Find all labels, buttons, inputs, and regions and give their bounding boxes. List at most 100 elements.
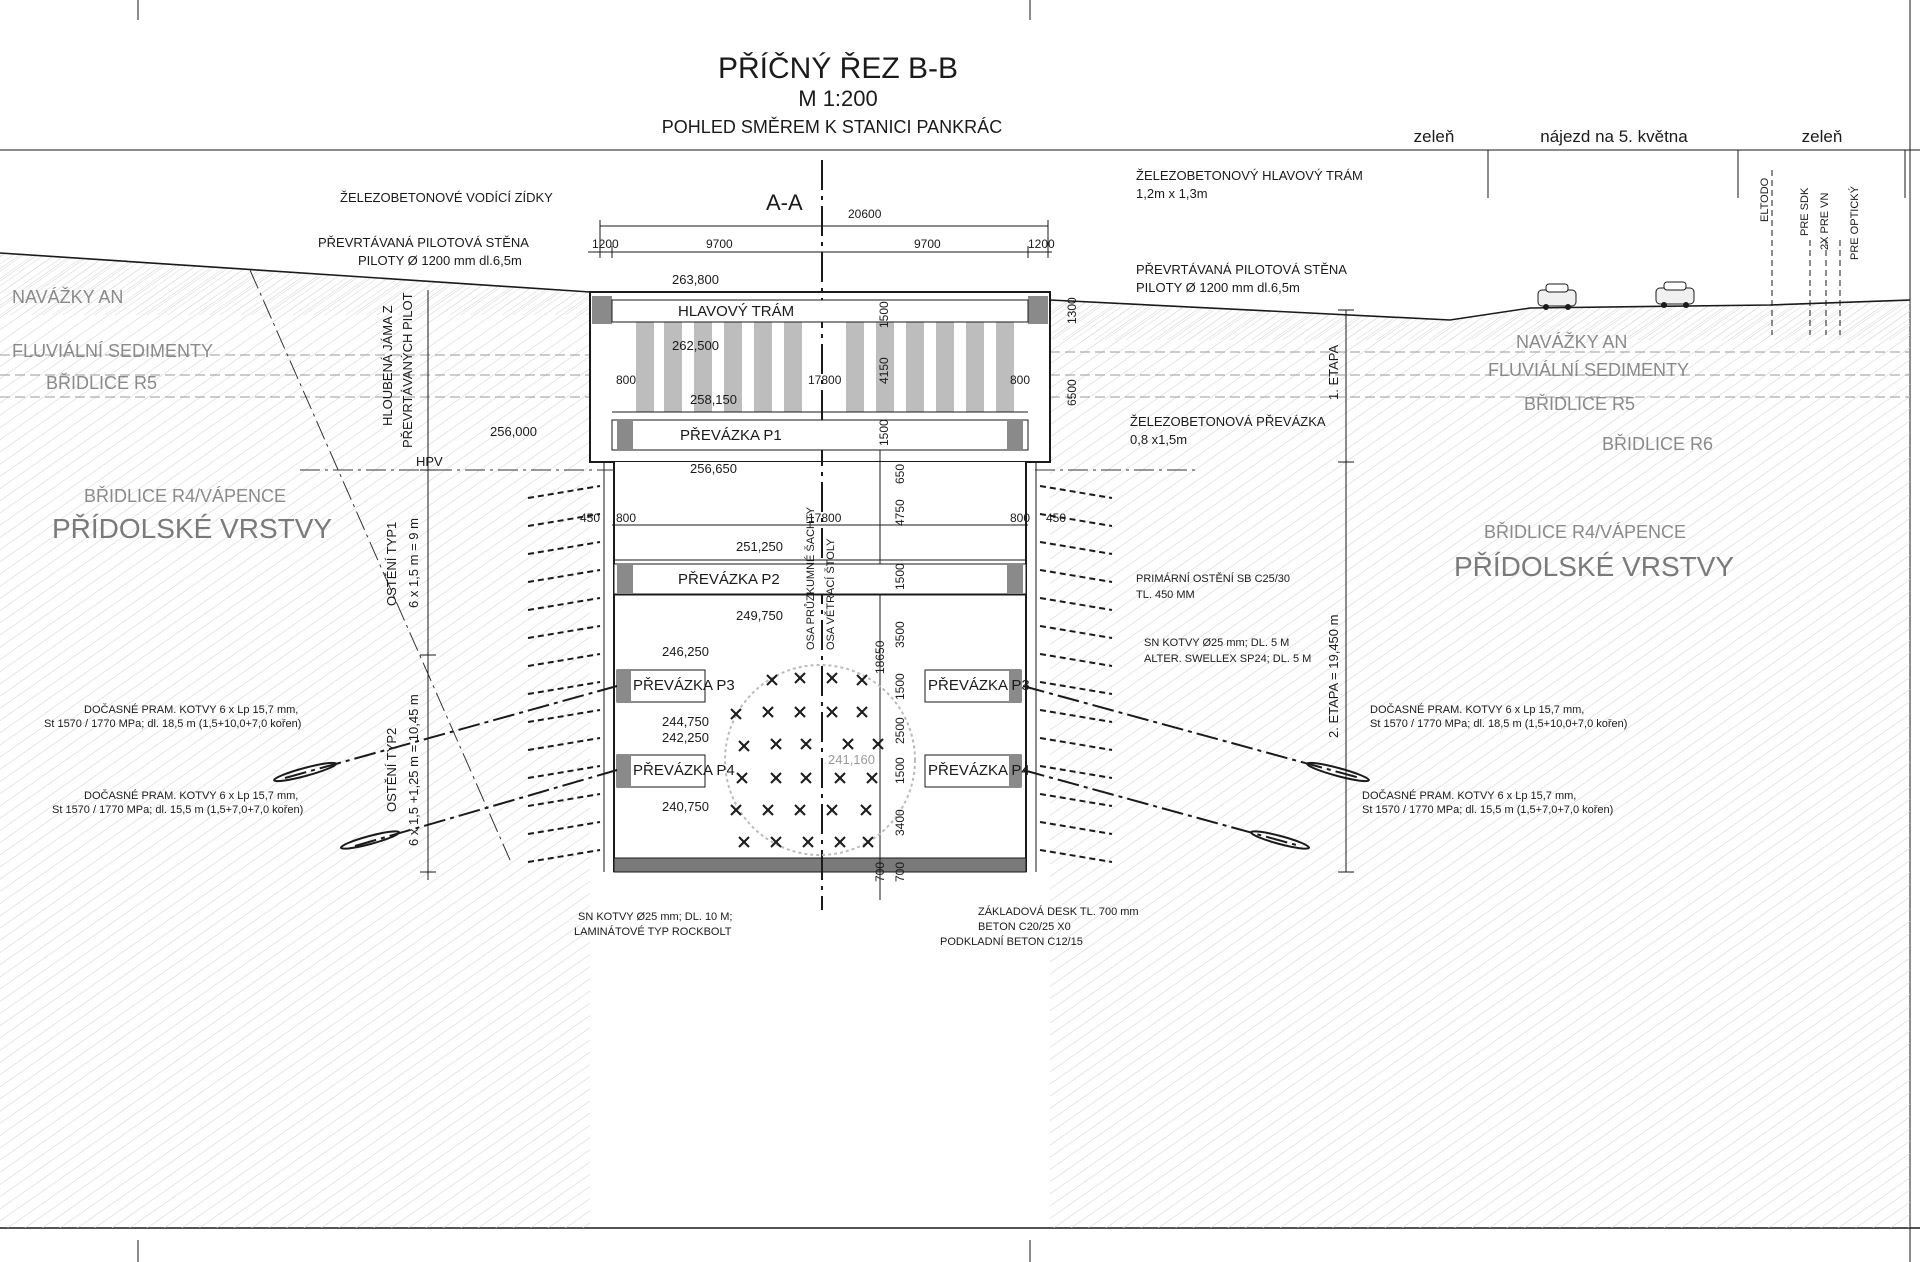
rock-bolt	[527, 485, 601, 499]
dim-h-6500: 6500	[1065, 379, 1079, 406]
callout-anchor-upper-left-2: St 1570 / 1770 MPa; dl. 18,5 m (1,5+10,0…	[44, 718, 301, 730]
rock-bolt	[1039, 681, 1113, 695]
rock-bolt	[527, 597, 601, 611]
lining-dimension	[420, 290, 436, 880]
dim-half-left: 9700	[706, 237, 733, 251]
beam-p3-left-label: PŘEVÁZKA P3	[633, 677, 735, 694]
section-mark: A-A	[766, 190, 803, 215]
lining-type1: OSTĚNÍ TYP1	[384, 522, 399, 606]
road-green-right: zeleň	[1802, 127, 1843, 146]
lining-type2: OSTĚNÍ TYP2	[384, 728, 399, 812]
dim-total-width: 20600	[848, 207, 882, 221]
axis-shaft-label: OSA PRŮZKUMNÉ ŠACHTY	[804, 506, 817, 650]
callout-strut-2: 0,8 x1,5m	[1130, 432, 1187, 447]
drill-x-mark	[800, 738, 812, 750]
construction-lines	[249, 269, 1200, 861]
dim-h-18650: 18650	[873, 640, 887, 674]
elev-p2-bottom: 249,750	[736, 608, 783, 623]
pile-columns	[636, 322, 1014, 412]
drill-x-mark	[834, 772, 846, 784]
callout-rockbolt-1: SN KOTVY Ø25 mm; DL. 10 M;	[578, 911, 732, 923]
rock-bolt	[527, 709, 601, 723]
rock-bolt	[527, 737, 601, 751]
callout-head-beam-2: 1,2m x 1,3m	[1136, 186, 1208, 201]
beam-p4-right: PŘEVÁZKA P4	[924, 754, 1030, 788]
callout-bolts-2: ALTER. SWELLEX SP24; DL. 5 M	[1144, 653, 1311, 665]
beam-p3-right: PŘEVÁZKA P3	[924, 669, 1030, 703]
callout-pile-wall-right-2: PILOTY Ø 1200 mm dl.6,5m	[1136, 280, 1300, 295]
callout-bolts-1: SN KOTVY Ø25 mm; DL. 5 M	[1144, 637, 1289, 649]
strata-right-fluvial: FLUVIÁLNÍ SEDIMENTY	[1488, 360, 1689, 380]
rock-bolt	[1039, 653, 1113, 667]
drill-x-mark	[738, 836, 750, 848]
beam-p1: PŘEVÁZKA P1	[611, 419, 1029, 451]
elev-hpv: 256,000	[490, 424, 537, 439]
rock-bolt	[1039, 541, 1113, 555]
dim-lining-left: 450	[580, 511, 600, 525]
utility-pre-optic: PRE OPTICKÝ	[1848, 185, 1861, 260]
dim-pile-left: 1200	[592, 237, 619, 251]
dim-inner-width-2: 17800	[808, 511, 842, 525]
elev-adit: 241,160	[828, 752, 875, 767]
dim-h-1500-d: 1500	[893, 673, 907, 700]
dim-half-right: 9700	[914, 237, 941, 251]
drill-x-mark	[860, 804, 872, 816]
dim-wall-right-1: 800	[1010, 373, 1030, 387]
dim-h-2500: 2500	[893, 717, 907, 744]
rock-bolt	[1039, 709, 1113, 723]
callout-anchor-upper-right-2: St 1570 / 1770 MPa; dl. 18,5 m (1,5+10,0…	[1370, 718, 1627, 730]
utility-eltodo: ELTODO	[1759, 177, 1771, 222]
beam-p2-label: PŘEVÁZKA P2	[678, 571, 780, 588]
dim-pile-right: 1200	[1028, 237, 1055, 251]
rock-bolt	[527, 765, 601, 779]
drill-x-mark	[766, 674, 778, 686]
callout-anchor-upper-left-1: DOČASNÉ PRAM. KOTVY 6 x Lp 15,7 mm,	[84, 703, 298, 716]
dim-inner-width-1: 17800	[808, 373, 842, 387]
rock-bolt	[1039, 765, 1113, 779]
rock-bolt	[1039, 597, 1113, 611]
drill-x-mark	[736, 772, 748, 784]
beam-p4-right-label: PŘEVÁZKA P4	[928, 762, 1030, 779]
axis-adit-label: OSA VĚTRACÍ ŠTOLY	[824, 538, 837, 650]
rock-bolt	[527, 569, 601, 583]
stage-1-label: 1. ETAPA	[1326, 345, 1341, 400]
drill-x-mark	[738, 740, 750, 752]
strata-right-formation: PŘÍDOLSKÉ VRSTVY	[1454, 551, 1734, 582]
dim-lining-right: 450	[1046, 511, 1066, 525]
stage-dimension	[1338, 309, 1354, 873]
strata-left-r4: BŘIDLICE R4/VÁPENCE	[84, 486, 286, 506]
pit-label: HLOUBENÁ JÁMA Z	[380, 305, 395, 426]
elev-p1-bottom: 256,650	[690, 461, 737, 476]
elev-p1-top: 258,150	[690, 392, 737, 407]
lining-type2-dim: 6 x 1,5 +1,25 m = 10,45 m	[406, 694, 421, 846]
rock-bolt	[527, 653, 601, 667]
callout-guide-walls: ŽELEZOBETONOVÉ VODÍCÍ ZÍDKY	[340, 190, 553, 205]
drawing-scale: M 1:200	[798, 86, 878, 111]
drill-x-mark	[834, 836, 846, 848]
dim-h-1500-e: 1500	[893, 757, 907, 784]
strata-right-r6: BŘIDLICE R6	[1602, 434, 1713, 454]
road-profile-separators	[1487, 150, 1906, 198]
rock-bolt	[527, 849, 601, 863]
adit-outline	[724, 664, 916, 856]
dim-h-3400: 3400	[893, 809, 907, 836]
dim-h-1300: 1300	[1065, 297, 1079, 324]
base-slab	[613, 857, 1027, 873]
dim-h-4150: 4150	[877, 357, 891, 384]
car-icon	[1655, 281, 1695, 308]
elev-p4-top: 242,250	[662, 730, 709, 745]
drill-x-mark	[730, 708, 742, 720]
callout-anchor-upper-right-1: DOČASNÉ PRAM. KOTVY 6 x Lp 15,7 mm,	[1370, 703, 1584, 716]
pit-label-2: PŘEVRTÁVANÝCH PILOT	[400, 292, 415, 448]
elev-p3-bottom: 244,750	[662, 714, 709, 729]
rock-bolt	[1039, 793, 1113, 807]
rock-bolt	[1039, 821, 1113, 835]
callout-base-slab-3: PODKLADNÍ BETON C12/15	[940, 935, 1083, 948]
hpv-label: HPV	[416, 454, 443, 469]
beam-p4-left-label: PŘEVÁZKA P4	[633, 762, 735, 779]
drill-x-mark	[762, 706, 774, 718]
dim-h-1500-c: 1500	[893, 563, 907, 590]
callout-pile-wall-right-1: PŘEVRTÁVANÁ PILOTOVÁ STĚNA	[1136, 262, 1347, 277]
dim-wall-left-2: 800	[616, 511, 636, 525]
